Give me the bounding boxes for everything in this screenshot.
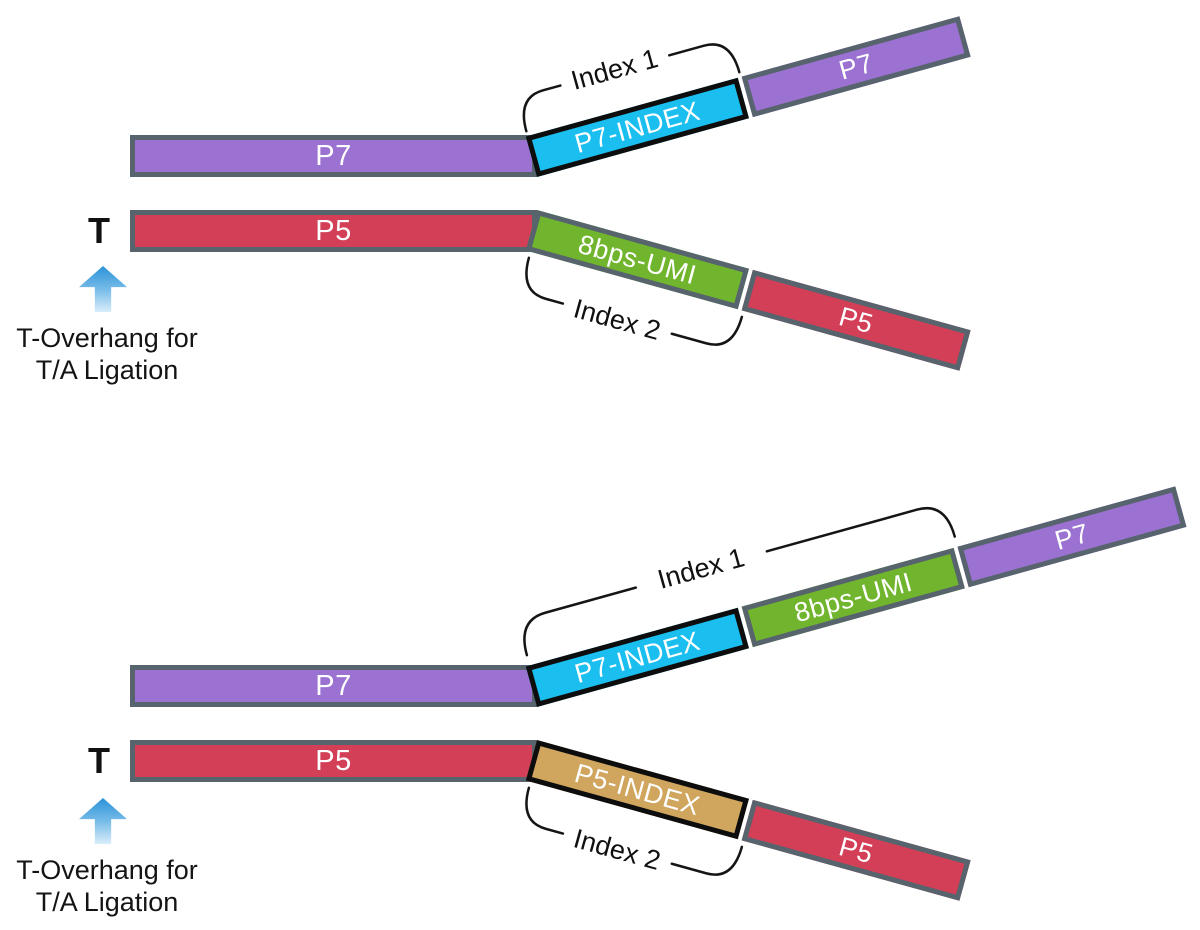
bracket-curve-icon: [522, 43, 741, 133]
p5-bar-label: P5: [315, 214, 352, 247]
p5-bar: P5: [130, 210, 537, 252]
bracket-curve-icon: [525, 256, 744, 346]
p7-bar: P7: [130, 665, 537, 707]
p5-end-bar-label: P5: [835, 830, 877, 869]
p7-end-bar: P7: [957, 486, 1187, 588]
t-overhang-caption: T-Overhang for T/A Ligation: [0, 322, 214, 386]
t-overhang-caption-line1: T-Overhang for: [16, 855, 198, 885]
t-overhang-caption-line1: T-Overhang for: [16, 323, 198, 353]
bracket-curve-icon: [525, 786, 744, 876]
p5-end-bar: P5: [741, 269, 971, 371]
t-overhang-caption-line2: T/A Ligation: [35, 887, 179, 917]
p7-bar: P7: [130, 135, 537, 177]
p5-end-bar-label: P5: [835, 300, 877, 339]
t-overhang-arrow-icon: [79, 266, 127, 312]
index1-bracket: Index 1: [512, 29, 744, 134]
p5-bar: P5: [130, 740, 537, 782]
t-overhang-caption: T-Overhang for T/A Ligation: [0, 854, 214, 918]
bracket-curve-icon: [523, 507, 956, 657]
p7-end-bar: P7: [741, 16, 971, 118]
t-overhang-caption-line2: T/A Ligation: [35, 355, 179, 385]
p7-bar-label: P7: [315, 139, 352, 172]
p5-end-bar: P5: [741, 799, 971, 901]
p7-end-bar-label: P7: [1051, 517, 1093, 556]
index2-bracket: Index 2: [514, 256, 746, 362]
p5-bar-label: P5: [315, 744, 352, 777]
t-overhang-base-label: T: [88, 210, 110, 251]
p7-bar-label: P7: [315, 669, 352, 702]
p7-end-bar-label: P7: [835, 47, 877, 86]
t-overhang-arrow-icon: [79, 798, 127, 844]
index2-bracket: Index 2: [514, 786, 746, 892]
t-overhang-base-label: T: [88, 740, 110, 781]
index1-bracket: Index 1: [512, 491, 960, 657]
